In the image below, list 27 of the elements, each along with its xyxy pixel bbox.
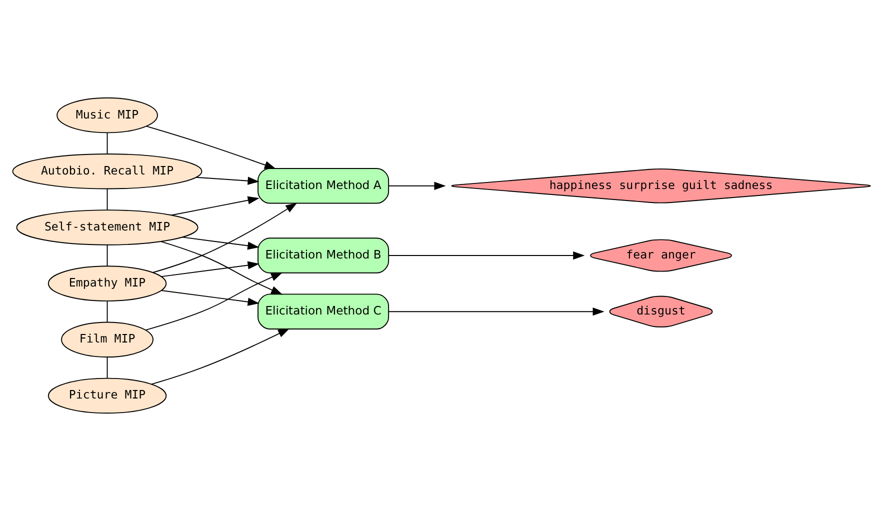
arrow [160,290,260,306]
node-box: Elicitation Method C [258,294,390,330]
node-box: Elicitation Method B [258,238,390,274]
arrow [388,251,585,260]
arrow [182,236,260,250]
arrow [152,202,298,273]
node-ellipse: Self-statement MIP [16,210,198,246]
node-box: Elicitation Method A [258,168,390,204]
node-ellipse: Music MIP [56,97,158,134]
node-ellipse: Film MIP [61,322,154,358]
node-ellipse: Picture MIP [48,378,167,414]
node-ellipse: Autobio. Recall MIP [12,153,202,190]
connector [106,300,108,323]
connector [106,188,108,210]
arrow [388,182,446,190]
arrow [151,328,290,385]
arrow [160,261,260,278]
arrow [146,126,276,169]
arrow [145,272,283,331]
connector [106,244,108,266]
arrow [388,308,604,316]
arrow [196,176,260,185]
connector [106,132,108,154]
connector [106,356,108,379]
arrow [160,241,283,295]
arrow [171,196,260,216]
node-ellipse: Empathy MIP [48,266,167,302]
